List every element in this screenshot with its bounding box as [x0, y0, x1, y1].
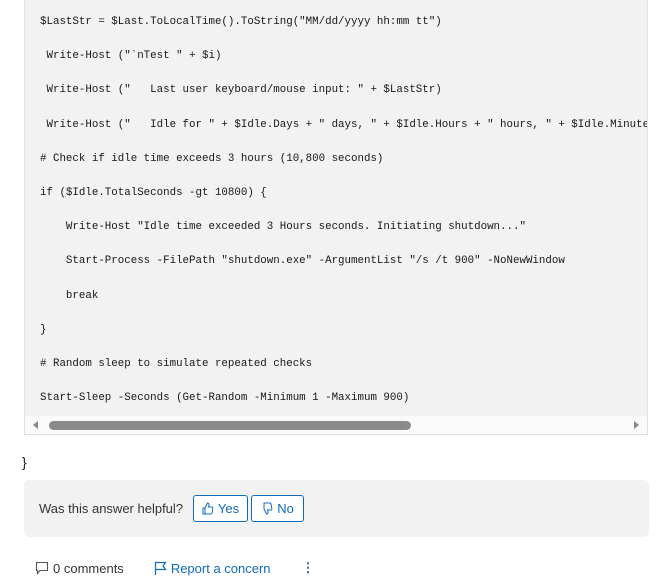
code-line: }: [40, 323, 47, 336]
scroll-left-icon[interactable]: [33, 421, 38, 429]
scroll-right-icon[interactable]: [634, 421, 639, 429]
thumbs-down-icon: [263, 502, 273, 515]
code-line: Write-Host ("`nTest " + $i): [40, 50, 222, 63]
code-line: Write-Host "Idle time exceeded 3 Hours s…: [40, 221, 526, 234]
feedback-panel: Was this answer helpful? Yes No: [24, 480, 649, 537]
code-line: Write-Host (" Idle for " + $Idle.Days + …: [46, 118, 648, 131]
code-lines: $LastStr = $Last.ToLocalTime().ToString(…: [40, 16, 648, 432]
closing-brace: }: [22, 454, 27, 470]
code-block: $LastStr = $Last.ToLocalTime().ToString(…: [24, 0, 648, 435]
more-options-icon[interactable]: ⋮: [301, 560, 315, 575]
code-line: Start-Sleep -Seconds (Get-Random -Minimu…: [40, 392, 410, 405]
code-line: break: [40, 289, 99, 302]
code-line: if ($Idle.TotalSeconds -gt 10800) {: [40, 186, 267, 199]
thumbs-up-icon: [202, 502, 214, 515]
code-line: Start-Process -FilePath "shutdown.exe" -…: [40, 255, 565, 268]
code-line: Write-Host (" Last user keyboard/mouse i…: [40, 84, 442, 97]
report-label: Report a concern: [170, 560, 271, 576]
yes-button[interactable]: Yes: [193, 495, 248, 522]
no-button[interactable]: No: [251, 495, 304, 522]
code-line: # Check if idle time exceeds 3 hours (10…: [40, 152, 384, 165]
code-line: $LastStr = $Last.ToLocalTime().ToString(…: [40, 16, 442, 28]
yes-label: Yes: [217, 501, 240, 516]
answer-footer: 0 comments Report a concern ⋮: [35, 560, 315, 576]
horizontal-scrollbar[interactable]: [25, 416, 647, 434]
feedback-question: Was this answer helpful?: [39, 501, 184, 516]
comment-icon: [35, 561, 49, 575]
flag-icon: [154, 561, 167, 575]
no-label: No: [277, 501, 294, 516]
code-line: # Random sleep to simulate repeated chec…: [40, 357, 313, 370]
comments-label: 0 comments: [53, 560, 124, 576]
scrollbar-thumb[interactable]: [49, 421, 411, 430]
comments-button[interactable]: 0 comments: [35, 561, 124, 576]
report-concern-link[interactable]: Report a concern: [154, 561, 271, 576]
